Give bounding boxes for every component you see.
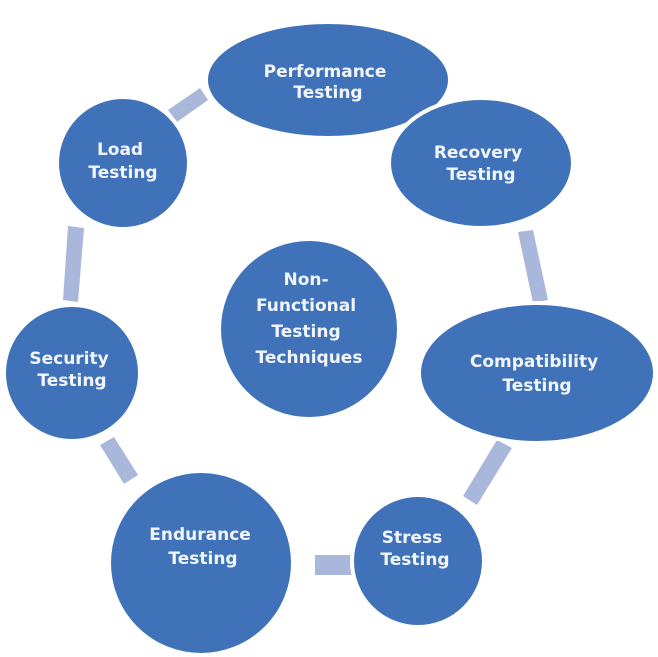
center-node: Non- Functional Testing Techniques [217, 237, 401, 421]
node-performance-label-line-2: Testing [293, 83, 362, 103]
svg-text:Security Testing: Security Testing [29, 349, 114, 391]
node-stress-label-line-1: Stress [382, 528, 443, 548]
connector-security-load [63, 226, 84, 302]
node-performance: Performance Testing [204, 20, 452, 140]
svg-text:Endurance Testing: Endurance Testing [149, 525, 256, 569]
node-compatibility: Compatibility Testing [417, 301, 657, 445]
node-compatibility-label-line-1: Compatibility [470, 352, 598, 372]
connector-stress-endurance [315, 555, 352, 575]
center-label-line-1: Non- [284, 270, 329, 290]
node-endurance-label-line-2: Testing [168, 549, 237, 569]
node-security-label-line-1: Security [29, 349, 108, 369]
svg-text:Performance Testing: Performance Testing [264, 62, 393, 103]
svg-text:Non- Functional Te: Non- Functional Testing Techniques [256, 270, 363, 368]
node-stress-label-line-2: Testing [380, 550, 449, 570]
node-stress: Stress Testing [350, 493, 486, 629]
svg-text:Load Testing: Load Testing [88, 140, 157, 183]
node-load-label-line-2: Testing [88, 163, 157, 183]
node-recovery: Recovery Testing [387, 96, 575, 230]
connectors [63, 88, 548, 575]
connector-recovery-compatibility [518, 230, 548, 303]
node-recovery-label-line-1: Recovery [434, 143, 522, 163]
connector-load-performance [168, 88, 208, 122]
node-security: Security Testing [2, 303, 142, 443]
connector-compatibility-stress [463, 440, 512, 505]
svg-text:Recovery Testing: Recovery Testing [434, 143, 528, 185]
connector-endurance-security [100, 437, 138, 484]
svg-text:Stress Testing: Stress Testing [380, 528, 449, 570]
node-compatibility-label-line-2: Testing [502, 376, 571, 396]
node-endurance: Endurance Testing [107, 469, 295, 657]
node-load: Load Testing [55, 95, 191, 231]
node-recovery-label-line-2: Testing [446, 165, 515, 185]
node-endurance-label-line-1: Endurance [149, 525, 251, 545]
node-load-label-line-1: Load [97, 140, 143, 160]
svg-text:Compatibility Testing: Compatibility Testing [470, 352, 604, 396]
center-label-line-4: Techniques [256, 348, 363, 368]
center-label-line-2: Functional [256, 296, 356, 316]
node-performance-label-line-1: Performance [264, 62, 387, 82]
center-label-line-3: Testing [271, 322, 340, 342]
node-security-label-line-2: Testing [37, 371, 106, 391]
